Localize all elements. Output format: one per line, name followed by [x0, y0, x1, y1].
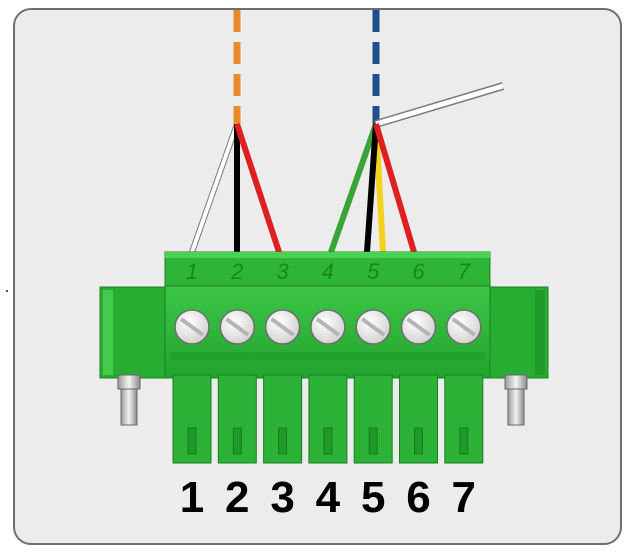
screw-terminal-5: [355, 309, 391, 345]
silkscreen-label-7: 7: [458, 259, 471, 284]
right-mounting-post: [504, 374, 528, 426]
silkscreen-label-4: 4: [322, 259, 334, 284]
top-plate: [164, 251, 491, 287]
silkscreen-label-6: 6: [412, 259, 425, 284]
pin-leg-4: [308, 374, 348, 464]
pin-label-6: 6: [406, 473, 430, 522]
wire-green-b: [328, 123, 379, 253]
silkscreen-label-2: 2: [230, 259, 243, 284]
wire-white-b: [375, 83, 504, 127]
screw-terminals: [174, 309, 482, 345]
screw-terminal-6: [400, 309, 437, 345]
pin-leg-3: [263, 374, 303, 464]
pin-label-4: 4: [316, 473, 341, 522]
pin-leg-5: [353, 374, 393, 464]
pin-label-5: 5: [361, 473, 385, 522]
cable-b-wires: [328, 82, 505, 253]
screw-terminal-4: [310, 309, 346, 345]
pin-leg-7: [444, 374, 484, 464]
pin-label-7: 7: [452, 473, 476, 522]
pin-leg-6: [399, 374, 438, 464]
stray-dot: [6, 290, 8, 292]
silkscreen-labels: 1 2 3 4 5 6 7: [186, 259, 471, 284]
left-mounting-post: [117, 374, 141, 426]
screw-terminal-7: [446, 309, 482, 345]
silkscreen-label-1: 1: [186, 259, 198, 284]
silkscreen-label-3: 3: [276, 259, 289, 284]
screw-terminal-2: [219, 309, 256, 345]
pin-label-2: 2: [225, 473, 249, 522]
wire-red-a: [234, 123, 282, 253]
connector-pins: [172, 374, 484, 464]
left-flange: [99, 286, 171, 379]
pin-leg-2: [217, 374, 257, 464]
screw-terminal-1: [174, 309, 210, 345]
wire-black-b: [364, 123, 379, 253]
cable-a-wires: [189, 123, 282, 253]
wire-white-a-core: [190, 123, 239, 253]
silkscreen-label-5: 5: [367, 259, 380, 284]
pin-label-1: 1: [180, 473, 204, 522]
pin-label-3: 3: [270, 473, 294, 522]
wire-red-b: [373, 123, 417, 253]
screw-terminal-3: [264, 309, 301, 345]
pin-leg-1: [172, 374, 212, 464]
